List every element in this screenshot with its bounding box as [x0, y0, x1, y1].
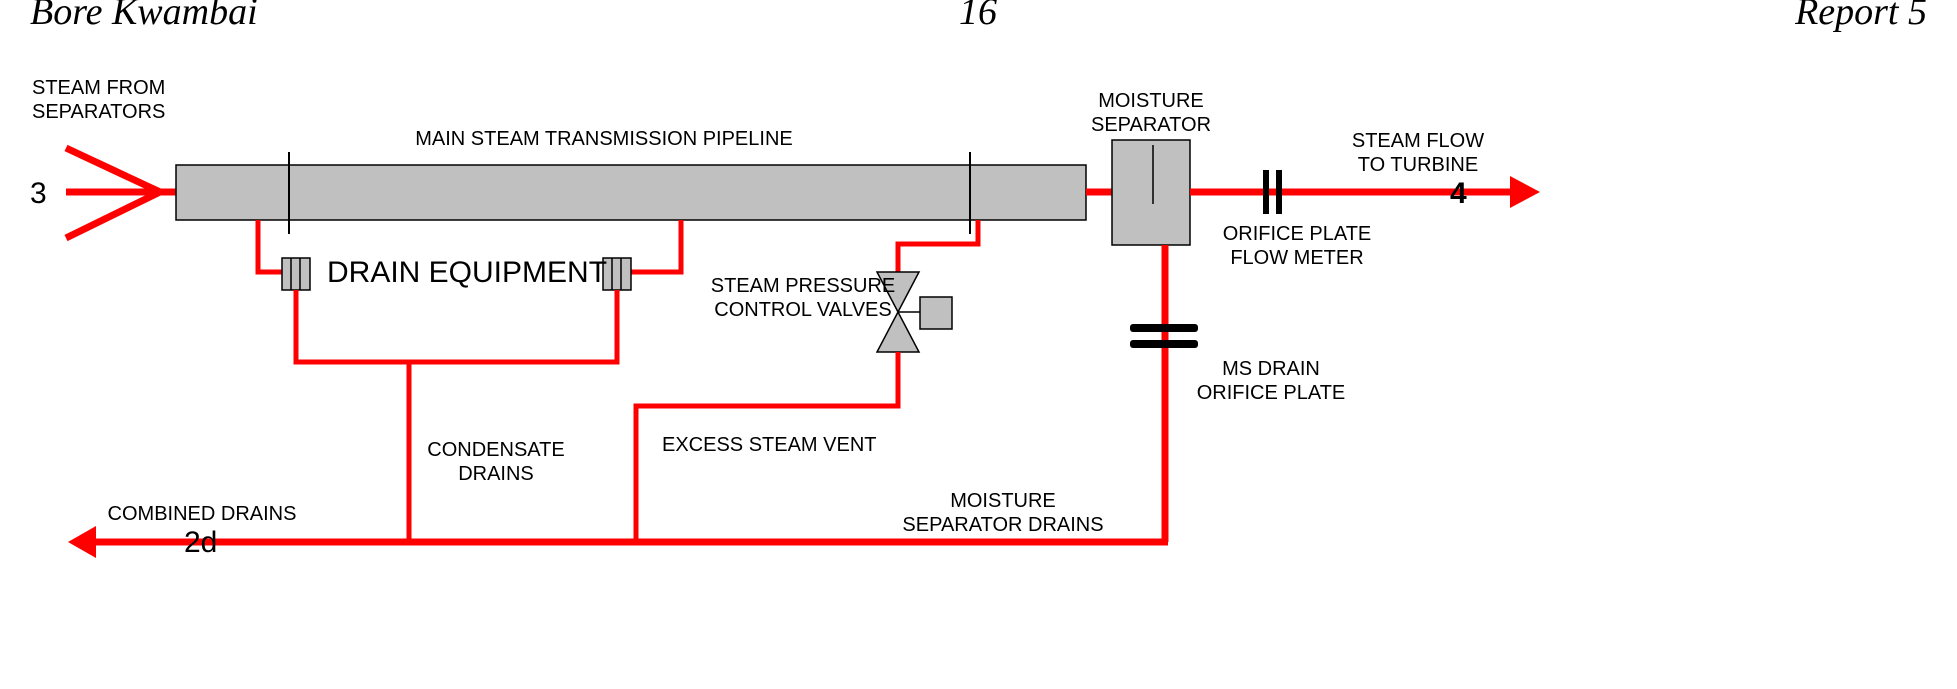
turbine-arrow-icon	[1510, 176, 1540, 208]
label-steam-flow: STEAM FLOW	[1352, 130, 1484, 152]
label-ms-drain: MS DRAIN	[1222, 358, 1320, 380]
label-main-pipeline: MAIN STEAM TRANSMISSION PIPELINE	[415, 128, 792, 150]
label-steam-pressure: STEAM PRESSURE	[711, 275, 895, 297]
drain-connection-left	[255, 220, 282, 275]
label-drain-equipment: DRAIN EQUIPMENT	[327, 256, 607, 289]
label-ms-orifice-plate: ORIFICE PLATE	[1197, 382, 1346, 404]
label-moisture: MOISTURE	[1098, 90, 1204, 112]
excess-steam-vent-line	[633, 352, 901, 542]
label-control-valves: CONTROL VALVES	[714, 299, 891, 321]
node-drains: 2d	[184, 526, 217, 559]
label-ms-drains-moisture: MOISTURE	[950, 490, 1056, 512]
orifice-plate-flow-meter	[1263, 170, 1282, 214]
label-combined-drains: COMBINED DRAINS	[108, 503, 297, 525]
pressure-control-valve	[875, 271, 953, 353]
condensate-collector	[293, 290, 620, 365]
inlet-pipes	[64, 144, 176, 242]
moisture-separator-vessel	[1111, 139, 1191, 246]
label-to-turbine: TO TURBINE	[1358, 154, 1478, 176]
label-condensate: CONDENSATE	[427, 439, 564, 461]
header-report: Report 5	[1794, 0, 1927, 33]
label-steam-from: STEAM FROM	[32, 77, 165, 99]
node-inlet: 3	[30, 177, 47, 210]
drain-equipment-left	[281, 257, 311, 291]
node-outlet: 4	[1450, 177, 1467, 210]
drain-connection-right	[631, 220, 684, 275]
ms-drain-orifice-plate	[1130, 324, 1198, 348]
label-flow-meter: FLOW METER	[1230, 247, 1363, 269]
main-steam-pipeline	[175, 164, 1087, 221]
drain-equipment-right	[602, 257, 632, 291]
label-separator-drains: SEPARATOR DRAINS	[902, 514, 1103, 536]
vent-branch	[895, 220, 981, 272]
label-drains: DRAINS	[458, 463, 534, 485]
label-excess-steam-vent: EXCESS STEAM VENT	[662, 434, 877, 456]
header-page-number: 16	[959, 0, 997, 33]
combined-drains-arrow-icon	[68, 526, 96, 558]
header-author: Bore Kwambai	[30, 0, 258, 33]
label-separator: SEPARATOR	[1091, 114, 1211, 136]
label-orifice-plate: ORIFICE PLATE	[1223, 223, 1372, 245]
label-separators: SEPARATORS	[32, 101, 165, 123]
